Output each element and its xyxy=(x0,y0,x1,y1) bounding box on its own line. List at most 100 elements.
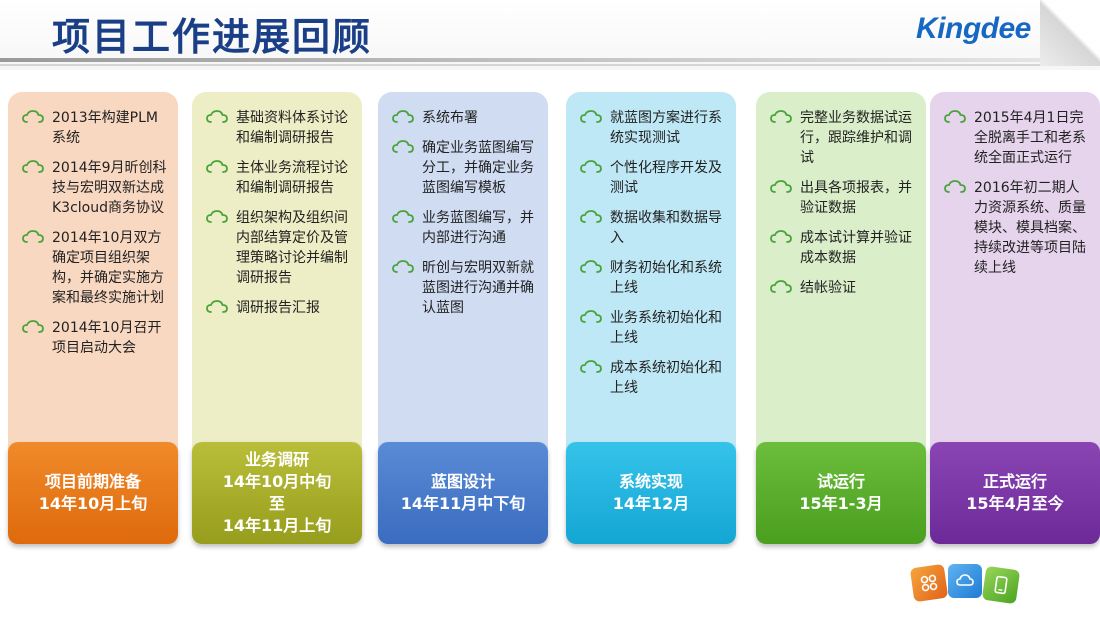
cloud-icon xyxy=(580,360,604,376)
brand-logo: Kingdee xyxy=(916,12,1031,45)
task-item: 成本试计算并验证成本数据 xyxy=(770,228,918,268)
task-text: 2014年9月昕创科技与宏明双新达成K3cloud商务协议 xyxy=(52,160,167,216)
phase-task-list: 系统布署确定业务蓝图编写分工，并确定业务蓝图编写模板业务蓝图编写，并内部进行沟通… xyxy=(378,92,548,462)
phase-column-6: 2015年4月1日完全脱离手工和老系统全面正式运行 2016年初二期人力资源系统、… xyxy=(930,92,1100,544)
cloud-icon xyxy=(944,110,968,126)
cloud-icon xyxy=(580,110,604,126)
mobile-cube-icon xyxy=(981,565,1021,605)
task-text: 成本试计算并验证成本数据 xyxy=(800,230,912,266)
task-item: 基础资料体系讨论和编制调研报告 xyxy=(206,108,354,148)
decorative-cubes xyxy=(909,560,1022,612)
phase-task-list: 2015年4月1日完全脱离手工和老系统全面正式运行 2016年初二期人力资源系统、… xyxy=(930,92,1100,462)
phase-column-4: 就蓝图方案进行系统实现测试个性化程序开发及测试数据收集和数据导入财务初始化和系统… xyxy=(566,92,736,544)
task-text: 出具各项报表，并验证数据 xyxy=(800,180,912,216)
phase-period: 14年10月上旬 xyxy=(38,494,148,513)
cloud-icon xyxy=(580,260,604,276)
task-item: 业务系统初始化和上线 xyxy=(580,308,728,348)
task-item: 2015年4月1日完全脱离手工和老系统全面正式运行 xyxy=(944,108,1092,168)
cloud-icon xyxy=(770,180,794,196)
phase-name: 蓝图设计 xyxy=(430,472,495,491)
phase-task-list: 完整业务数据试运行，跟踪维护和调试出具各项报表，并验证数据成本试计算并验证成本数… xyxy=(756,92,926,462)
task-text: 完整业务数据试运行，跟踪维护和调试 xyxy=(800,110,912,166)
task-text: 2014年10月召开项目启动大会 xyxy=(52,320,162,356)
cloud-icon xyxy=(770,230,794,246)
cloud-icon xyxy=(770,280,794,296)
phase-column-5: 完整业务数据试运行，跟踪维护和调试出具各项报表，并验证数据成本试计算并验证成本数… xyxy=(756,92,926,544)
cloud-icon xyxy=(22,230,46,246)
cloud-icon xyxy=(22,110,46,126)
task-item: 昕创与宏明双新就蓝图进行沟通并确认蓝图 xyxy=(392,258,540,318)
phase-label: 系统实现 14年12月 xyxy=(566,442,736,544)
header-bar: 项目工作进展回顾 Kingdee xyxy=(0,0,1100,70)
task-text: 组织架构及组织间内部结算定价及管理策略讨论并编制调研报告 xyxy=(236,210,348,286)
phase-task-list: 就蓝图方案进行系统实现测试个性化程序开发及测试数据收集和数据导入财务初始化和系统… xyxy=(566,92,736,462)
phase-label: 项目前期准备 14年10月上旬 xyxy=(8,442,178,544)
phase-period: 14年11月中下旬 xyxy=(400,494,526,513)
phase-name: 系统实现 xyxy=(618,472,683,491)
cloud-icon xyxy=(22,160,46,176)
task-item: 确定业务蓝图编写分工，并确定业务蓝图编写模板 xyxy=(392,138,540,198)
cloud-icon xyxy=(206,110,230,126)
cloud-cube-icon xyxy=(948,564,982,598)
task-text: 系统布署 xyxy=(422,110,478,126)
task-item: 成本系统初始化和上线 xyxy=(580,358,728,398)
phase-name: 正式运行 xyxy=(982,472,1047,491)
task-text: 基础资料体系讨论和编制调研报告 xyxy=(236,110,348,146)
phase-period: 15年4月至今 xyxy=(966,494,1064,513)
phase-label: 蓝图设计 14年11月中下旬 xyxy=(378,442,548,544)
page-corner-fold xyxy=(1040,0,1100,66)
task-text: 个性化程序开发及测试 xyxy=(610,160,722,196)
task-item: 个性化程序开发及测试 xyxy=(580,158,728,198)
task-text: 就蓝图方案进行系统实现测试 xyxy=(610,110,722,146)
task-item: 系统布署 xyxy=(392,108,540,128)
title-divider-thin xyxy=(0,64,1070,66)
phase-name: 项目前期准备 xyxy=(44,472,141,491)
task-item: 财务初始化和系统上线 xyxy=(580,258,728,298)
task-text: 结帐验证 xyxy=(800,280,856,296)
cloud-icon xyxy=(770,110,794,126)
cloud-icon xyxy=(206,160,230,176)
phase-label: 正式运行 15年4月至今 xyxy=(930,442,1100,544)
task-text: 2013年构建PLM系统 xyxy=(52,110,158,146)
task-item: 数据收集和数据导入 xyxy=(580,208,728,248)
phase-name: 试运行 xyxy=(816,472,865,491)
cloud-icon xyxy=(392,110,416,126)
task-item: 结帐验证 xyxy=(770,278,918,298)
task-item: 2014年10月双方确定项目组织架构，并确定实施方案和最终实施计划 xyxy=(22,228,170,308)
task-item: 2016年初二期人力资源系统、质量模块、模具档案、持续改进等项目陆续上线 xyxy=(944,178,1092,278)
cloud-icon xyxy=(944,180,968,196)
page-title: 项目工作进展回顾 xyxy=(52,15,373,59)
cloud-icon xyxy=(22,320,46,336)
task-text: 确定业务蓝图编写分工，并确定业务蓝图编写模板 xyxy=(422,140,534,196)
cloud-icon xyxy=(206,210,230,226)
task-item: 主体业务流程讨论和编制调研报告 xyxy=(206,158,354,198)
task-text: 主体业务流程讨论和编制调研报告 xyxy=(236,160,348,196)
phase-task-list: 2013年构建PLM系统 2014年9月昕创科技与宏明双新达成K3cloud商务协… xyxy=(8,92,178,462)
task-text: 业务系统初始化和上线 xyxy=(610,310,722,346)
cloud-icon xyxy=(580,160,604,176)
phase-period: 至 xyxy=(268,494,285,513)
task-text: 2015年4月1日完全脱离手工和老系统全面正式运行 xyxy=(974,110,1086,166)
task-text: 数据收集和数据导入 xyxy=(610,210,722,246)
task-item: 调研报告汇报 xyxy=(206,298,354,318)
task-item: 就蓝图方案进行系统实现测试 xyxy=(580,108,728,148)
cloud-icon xyxy=(392,260,416,276)
task-text: 成本系统初始化和上线 xyxy=(610,360,722,396)
phase-task-list: 基础资料体系讨论和编制调研报告主体业务流程讨论和编制调研报告组织架构及组织间内部… xyxy=(192,92,362,462)
task-item: 组织架构及组织间内部结算定价及管理策略讨论并编制调研报告 xyxy=(206,208,354,288)
cloud-icon xyxy=(580,310,604,326)
task-item: 2013年构建PLM系统 xyxy=(22,108,170,148)
cloud-icon xyxy=(392,140,416,156)
task-text: 2014年10月双方确定项目组织架构，并确定实施方案和最终实施计划 xyxy=(52,230,164,306)
task-text: 调研报告汇报 xyxy=(236,300,320,316)
phase-column-2: 基础资料体系讨论和编制调研报告主体业务流程讨论和编制调研报告组织架构及组织间内部… xyxy=(192,92,362,544)
phase-column-3: 系统布署确定业务蓝图编写分工，并确定业务蓝图编写模板业务蓝图编写，并内部进行沟通… xyxy=(378,92,548,544)
task-item: 2014年10月召开项目启动大会 xyxy=(22,318,170,358)
task-text: 业务蓝图编写，并内部进行沟通 xyxy=(422,210,534,246)
task-item: 完整业务数据试运行，跟踪维护和调试 xyxy=(770,108,918,168)
phase-period: 14年12月 xyxy=(612,494,690,513)
task-item: 业务蓝图编写，并内部进行沟通 xyxy=(392,208,540,248)
cloud-icon xyxy=(206,300,230,316)
